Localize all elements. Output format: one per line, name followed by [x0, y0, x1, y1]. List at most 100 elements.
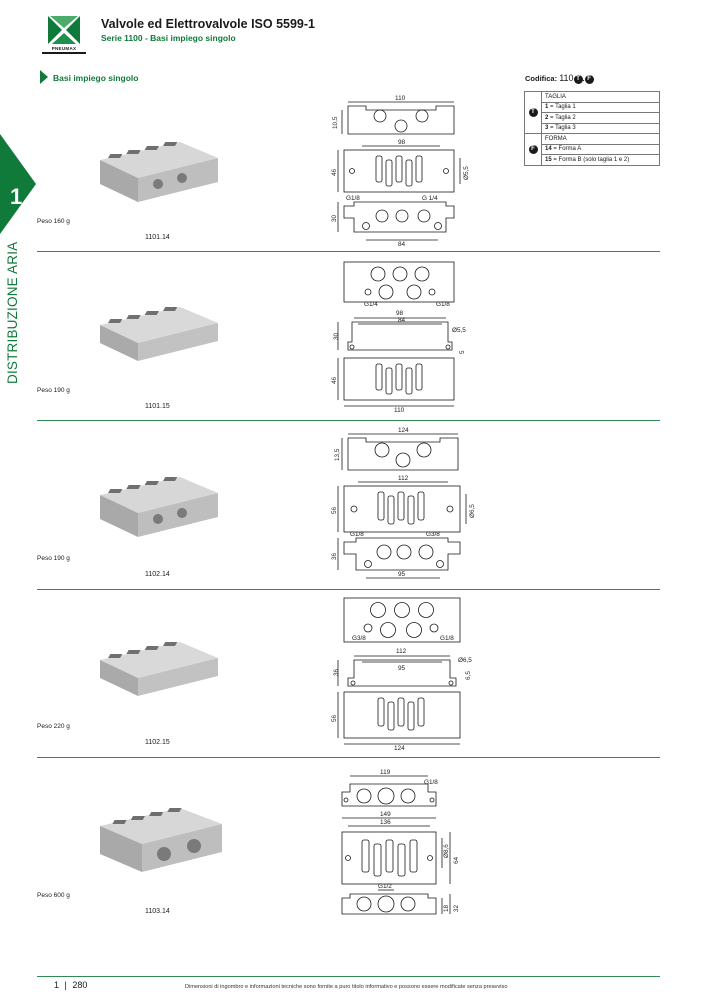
marker-t-icon: T [573, 74, 583, 84]
section-title: Basi impiego singolo [53, 73, 139, 83]
dim-label: 98 [396, 310, 404, 317]
dim-label: 56 [331, 506, 338, 514]
chapter-label: DISTRIBUZIONE ARIA [5, 241, 20, 384]
dim-label: 56 [331, 714, 338, 722]
weight-label: Peso 160 g [37, 218, 70, 225]
codifica-row: 14 = Forma A [541, 143, 660, 155]
codifica-table: T TAGLIA 1 = Taglia 1 2 = Taglia 2 3 = T… [524, 91, 660, 166]
weight-label: Peso 220 g [37, 723, 70, 730]
page-title: Valvole ed Elettrovalvole ISO 5599-1 [101, 17, 315, 31]
dim-label: 98 [398, 139, 406, 146]
part-code: 1102.15 [145, 739, 170, 746]
dim-label: 10,5 [332, 116, 339, 129]
codifica-row: 2 = Taglia 2 [541, 112, 660, 124]
row-divider [37, 251, 660, 252]
chapter-number: 1 [10, 184, 23, 209]
dim-label: 13,5 [334, 448, 341, 461]
dim-label: 136 [380, 819, 391, 826]
dim-label: Ø5,5 [463, 166, 470, 180]
codifica-label: Codifica: [525, 74, 558, 83]
taglia-marker-cell: T [524, 91, 542, 134]
dim-label: 32 [453, 904, 460, 912]
dim-label: 110 [395, 95, 406, 102]
technical-drawing-1103-14: 119 G1/8 149 136 Ø8,6 64 G1/2 18 32 [341, 769, 460, 915]
section-arrow-icon [40, 70, 48, 84]
dim-label: Ø6,5 [469, 504, 476, 518]
dim-label: 64 [453, 856, 460, 864]
dim-label: 18 [443, 904, 450, 912]
port-label: G3/8 [426, 531, 440, 538]
logo-mark-icon [48, 16, 80, 44]
port-label: G1/8 [436, 301, 450, 308]
technical-drawing-1101-14: 110 10,5 98 46 Ø5,5 G1/8 G 1/4 30 84 [331, 95, 470, 248]
technical-drawing-1102-15: G3/8 G1/8 112 95 Ø6,5 36 6,5 56 124 [331, 597, 472, 752]
dim-label: 124 [394, 745, 405, 752]
codifica-row: 1 = Taglia 1 [541, 101, 660, 113]
dim-label: 124 [398, 427, 409, 434]
weight-label: Peso 190 g [37, 555, 70, 562]
technical-drawing-1102-14: 124 13,5 112 56 Ø6,5 G1/8 G3/8 36 95 [331, 427, 476, 579]
technical-drawing-1101-15: G1/4 G1/8 98 84 Ø5,5 30 5 46 110 [331, 261, 466, 414]
codifica-row: 3 = Taglia 3 [541, 122, 660, 134]
product-photo-1101-14 [100, 142, 218, 202]
dim-label: 6,5 [465, 671, 472, 680]
product-photo-1101-15 [100, 307, 218, 361]
row-divider [37, 420, 660, 421]
port-label: G 1/4 [422, 195, 438, 202]
page-subtitle: Serie 1100 - Basi impiego singolo [101, 33, 236, 43]
dim-label: 95 [398, 665, 406, 672]
dim-label: 110 [394, 407, 405, 414]
page-number-value: 280 [72, 980, 88, 990]
dim-label: 112 [396, 648, 407, 655]
port-label: G1/8 [424, 779, 438, 786]
marker-f-icon: F [528, 144, 538, 154]
codifica-row: FORMA [541, 133, 660, 145]
marker-f-icon: F [584, 74, 594, 84]
product-photo-1102-14 [100, 477, 218, 537]
row-divider [37, 757, 660, 758]
dim-label: 149 [380, 811, 391, 818]
port-label: G1/8 [350, 531, 364, 538]
part-code: 1101.14 [145, 234, 170, 241]
brand-logo: PNEUMAX [42, 14, 86, 54]
dim-label: 36 [333, 668, 340, 676]
part-code: 1103.14 [145, 908, 170, 915]
product-photo-1103-14 [100, 808, 222, 872]
weight-label: Peso 600 g [37, 892, 70, 899]
part-code: 1102.14 [145, 571, 170, 578]
part-code: 1101.15 [145, 403, 170, 410]
dim-label: Ø5,5 [452, 327, 466, 334]
product-photo-1102-15 [100, 642, 218, 696]
weight-label: Peso 190 g [37, 387, 70, 394]
brand-wordmark: PNEUMAX [51, 46, 77, 51]
marker-t-icon: T [528, 108, 538, 117]
codifica-row: 15 = Forma B (solo taglia 1 e 2) [541, 154, 660, 166]
row-divider [37, 589, 660, 590]
forma-marker-cell: F [524, 133, 542, 166]
page-number: 1 | 280 [54, 980, 88, 990]
dim-label: Ø8,6 [443, 844, 450, 858]
port-label: G1/8 [346, 195, 360, 202]
dim-label: 46 [331, 168, 338, 176]
dim-label: 119 [380, 769, 391, 776]
dim-label: 30 [333, 332, 340, 340]
footer-disclaimer: Dimensioni di ingombro e informazioni te… [185, 984, 508, 990]
dim-label: 112 [398, 475, 409, 482]
codifica-code: 110 [559, 73, 574, 83]
footer-divider [37, 976, 660, 977]
dim-label: 46 [331, 376, 338, 384]
dim-label: Ø6,5 [458, 657, 472, 664]
dim-label: 30 [331, 214, 338, 222]
dim-label: 5 [459, 350, 466, 354]
dim-label: 84 [398, 317, 406, 324]
port-label: G1/4 [364, 301, 378, 308]
port-label: G1/8 [440, 635, 454, 642]
dim-label: 95 [398, 571, 406, 578]
port-label: G1/2 [378, 883, 392, 890]
dim-label: 84 [398, 241, 406, 248]
chapter-tab [0, 134, 36, 234]
codifica-row: TAGLIA [541, 91, 660, 103]
page-section: 1 [54, 980, 60, 990]
port-label: G3/8 [352, 635, 366, 642]
